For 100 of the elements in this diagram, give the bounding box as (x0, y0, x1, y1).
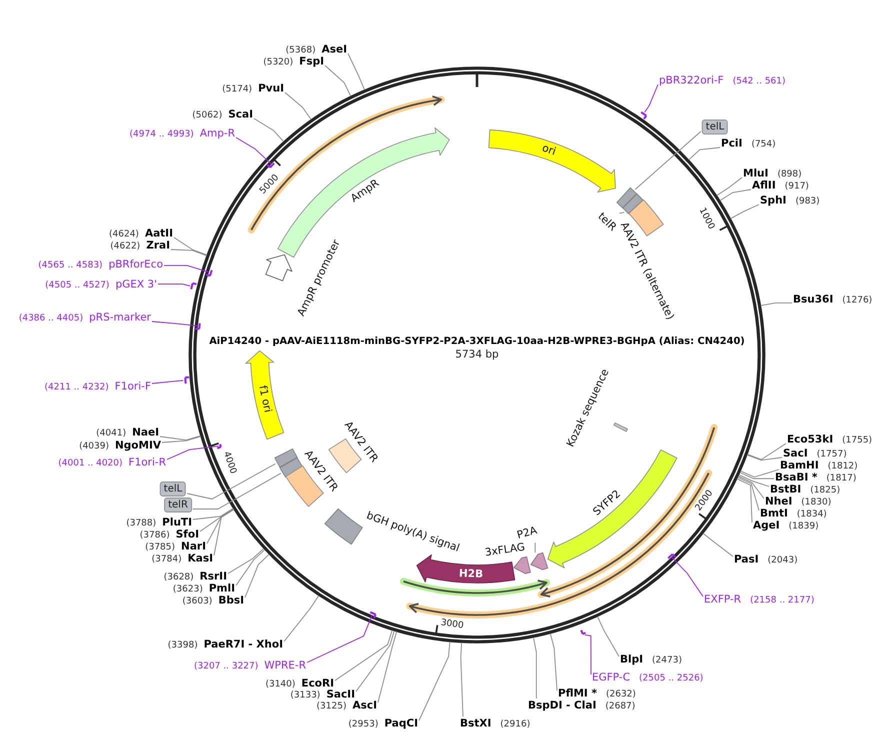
leader-line (671, 556, 704, 597)
enzyme-name: ScaI (228, 108, 253, 120)
enzyme-name: AgeI (753, 520, 780, 532)
cut-position: (917) (784, 180, 809, 192)
leader-line (152, 380, 184, 384)
leader-line (324, 65, 352, 97)
scale-label: 1000 (696, 206, 715, 232)
cut-position: (3125) (316, 700, 346, 712)
feature-tag: telR (164, 498, 192, 512)
enzyme-name: PluTI (162, 516, 192, 528)
enzyme-name: PvuI (258, 82, 284, 94)
leader-line (160, 435, 202, 440)
feature-label: H2B (459, 568, 484, 580)
leader-line (158, 284, 191, 286)
cut-position: (1839) (788, 520, 819, 532)
primer-range: (4211 .. 4232) (44, 382, 109, 394)
cut-position: (3398) (168, 640, 198, 652)
leader-line (200, 508, 234, 532)
enzyme-name: BstXI (460, 718, 492, 730)
primer-range: (4505 .. 4527) (45, 280, 110, 292)
leader-line (644, 84, 658, 113)
cut-position: (3133) (290, 690, 320, 702)
leader-line (716, 177, 742, 196)
leader-line (760, 302, 792, 306)
feature-label: ori (540, 142, 558, 158)
leader-line (738, 476, 764, 499)
enzyme-name: NgoMIV (115, 440, 161, 452)
primer-range: (4974 .. 4993) (130, 128, 194, 140)
primer-range: (3207 .. 3227) (194, 660, 258, 672)
enzyme-name: NheI (765, 496, 792, 508)
enzyme-name: NarI (181, 540, 206, 552)
enzyme-name: EcoRI (301, 678, 334, 690)
leader-line (619, 212, 625, 214)
enzyme-name: BsaBI * (775, 472, 818, 484)
enzyme-name: BmtI (760, 508, 788, 520)
leader-line (192, 472, 282, 510)
leader-line (730, 204, 760, 219)
leader-line (534, 542, 536, 554)
primer-range: (4565 .. 4583) (38, 260, 103, 272)
enzyme-name: AseI (322, 44, 347, 56)
leader-line (174, 237, 208, 256)
cut-position: (2953) (348, 718, 378, 730)
cut-position: (1830) (801, 496, 832, 508)
cut-position: (5062) (192, 110, 222, 122)
feature-tag: telL (702, 120, 728, 134)
primer-range: (2158 .. 2177) (750, 594, 814, 606)
cut-position: (1276) (842, 294, 872, 306)
leader-line (378, 631, 398, 703)
leader-line (152, 321, 198, 326)
enzyme-name: BlpI (620, 654, 644, 666)
cut-position: (4622) (110, 240, 140, 252)
leader-line (634, 131, 702, 190)
primer-range: (4386 .. 4405) (18, 312, 84, 324)
enzyme-name: ZraI (146, 240, 170, 252)
leader-line (214, 509, 234, 556)
enzyme-name: AscI (352, 700, 377, 712)
enzyme-name: BspDI - ClaI (528, 700, 596, 712)
cut-position: (3628) (164, 572, 194, 584)
enzyme-name: BamHI (780, 460, 819, 472)
enzyme-name: AflII (752, 180, 776, 192)
enzyme-name: PciI (721, 138, 742, 150)
feature-label: P2A (516, 524, 538, 542)
cut-position: (2043) (768, 554, 798, 566)
leader-line (737, 476, 760, 511)
enzyme-name: PflMI * (558, 688, 597, 700)
primer-name: Amp-R (200, 128, 235, 140)
cut-position: (3140) (265, 678, 296, 690)
enzyme-name: NaeI (132, 426, 159, 438)
scale-label: 4000 (221, 450, 238, 475)
cut-position: (2916) (500, 718, 530, 730)
enzyme-name: MluI (743, 168, 768, 180)
enzyme-name: KasI (188, 552, 213, 564)
enzyme-name: Bsu36I (793, 294, 834, 306)
cut-position: (1757) (816, 448, 847, 460)
leader-line (162, 436, 202, 443)
cut-position: (5174) (222, 84, 252, 96)
enzyme-name: SacII (326, 688, 355, 700)
cut-position: (1755) (842, 434, 872, 446)
enzyme-name: Eco53kI (787, 434, 834, 446)
leader-line (740, 472, 774, 480)
feature-label: 3xFLAG (484, 541, 526, 559)
leader-line (688, 147, 720, 160)
primer-range: (2505 .. 2526) (639, 672, 704, 684)
leader-line (550, 633, 558, 691)
enzyme-name: PmlI (208, 582, 235, 594)
leader-line (746, 443, 786, 460)
enzyme-name: SacI (783, 448, 808, 460)
primer-name: F1ori-R (128, 456, 166, 468)
leader-line (186, 463, 276, 500)
leader-line (738, 474, 770, 487)
leader-line (306, 615, 372, 663)
cut-position: (3623) (172, 584, 203, 596)
cut-position: (2687) (605, 700, 636, 712)
cut-position: (1812) (828, 460, 858, 472)
enzyme-name: FspI (299, 56, 324, 68)
cut-position: (2473) (652, 654, 682, 666)
leader-line (236, 549, 266, 586)
cut-position: (983) (795, 196, 820, 208)
cut-position: (1834) (796, 508, 827, 520)
cut-position: (4039) (79, 440, 109, 452)
